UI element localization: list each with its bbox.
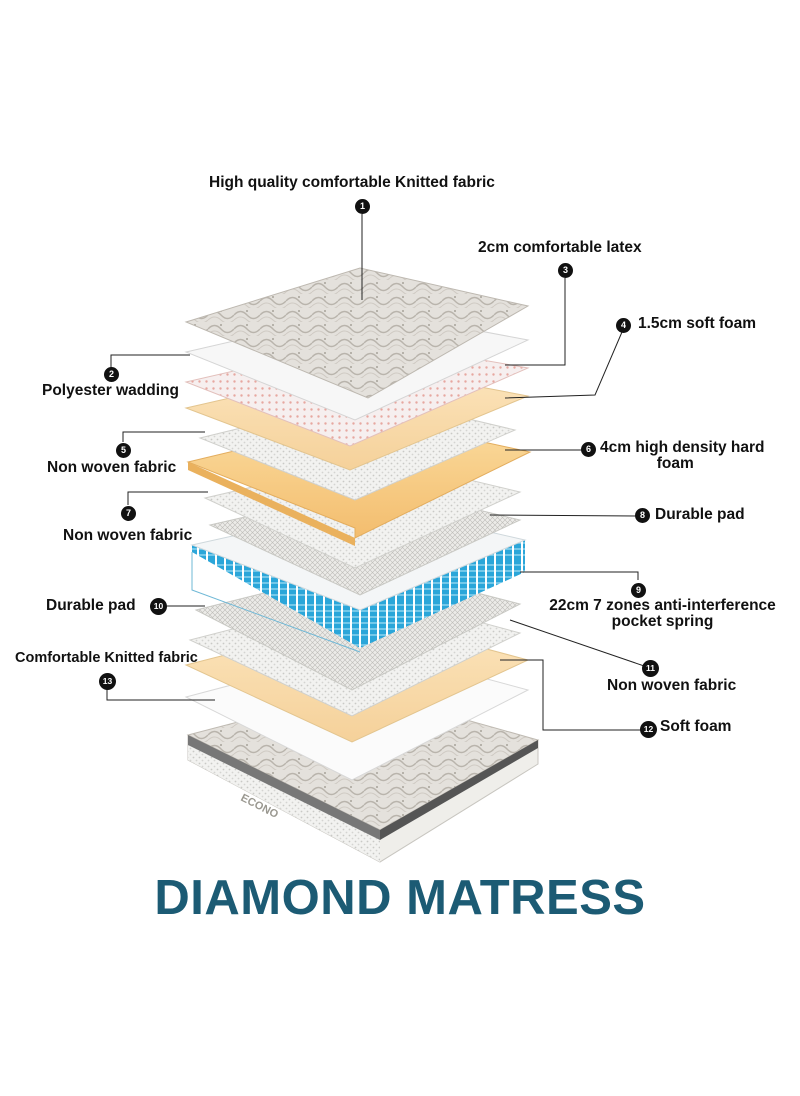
leader-2: [111, 355, 190, 373]
layer-2-label: Polyester wadding: [42, 383, 179, 399]
layer-11-label: Non woven fabric: [607, 678, 736, 694]
layer-3-badge: 3: [558, 263, 573, 278]
layer-5-label: Non woven fabric: [47, 460, 176, 476]
leader-8: [490, 515, 642, 516]
layer-4-badge: 4: [616, 318, 631, 333]
layer-9-label: 22cm 7 zones anti-interference pocket sp…: [540, 598, 785, 631]
layer-12-badge: 12: [640, 721, 657, 738]
layer-13-badge: 13: [99, 673, 116, 690]
layer-6-badge: 6: [581, 442, 596, 457]
layer-5-badge: 5: [116, 443, 131, 458]
layer-7-badge: 7: [121, 506, 136, 521]
layer-9-label-line1: 22cm 7 zones anti-interference: [540, 598, 785, 614]
layer-6-label-line1: 4cm high density hard: [600, 440, 765, 456]
layer-6-label: 4cm high density hard foam: [600, 440, 765, 473]
leader-9: [520, 572, 638, 580]
leader-5: [123, 432, 205, 442]
layer-11-badge: 11: [642, 660, 659, 677]
layer-8-label: Durable pad: [655, 507, 745, 523]
layer-10-label: Durable pad: [46, 598, 136, 614]
layer-2-badge: 2: [104, 367, 119, 382]
leader-12: [500, 660, 646, 730]
layer-3-label: 2cm comfortable latex: [478, 240, 642, 256]
layer-7-label: Non woven fabric: [63, 528, 192, 544]
layer-4-label: 1.5cm soft foam: [638, 316, 756, 332]
leader-3: [505, 278, 565, 365]
layer-8-badge: 8: [635, 508, 650, 523]
layer-1-badge: 1: [355, 199, 370, 214]
layer-10-badge: 10: [150, 598, 167, 615]
layer-9-label-line2: pocket spring: [540, 614, 785, 630]
layer-1-label: High quality comfortable Knitted fabric: [209, 175, 495, 191]
layer-6-label-line2: foam: [586, 456, 765, 472]
layer-13-label: Comfortable Knitted fabric: [15, 651, 198, 666]
layer-12-label: Soft foam: [660, 719, 731, 735]
leader-7: [128, 492, 208, 505]
layer-9-badge: 9: [631, 583, 646, 598]
product-title: DIAMOND MATRESS: [0, 870, 800, 926]
